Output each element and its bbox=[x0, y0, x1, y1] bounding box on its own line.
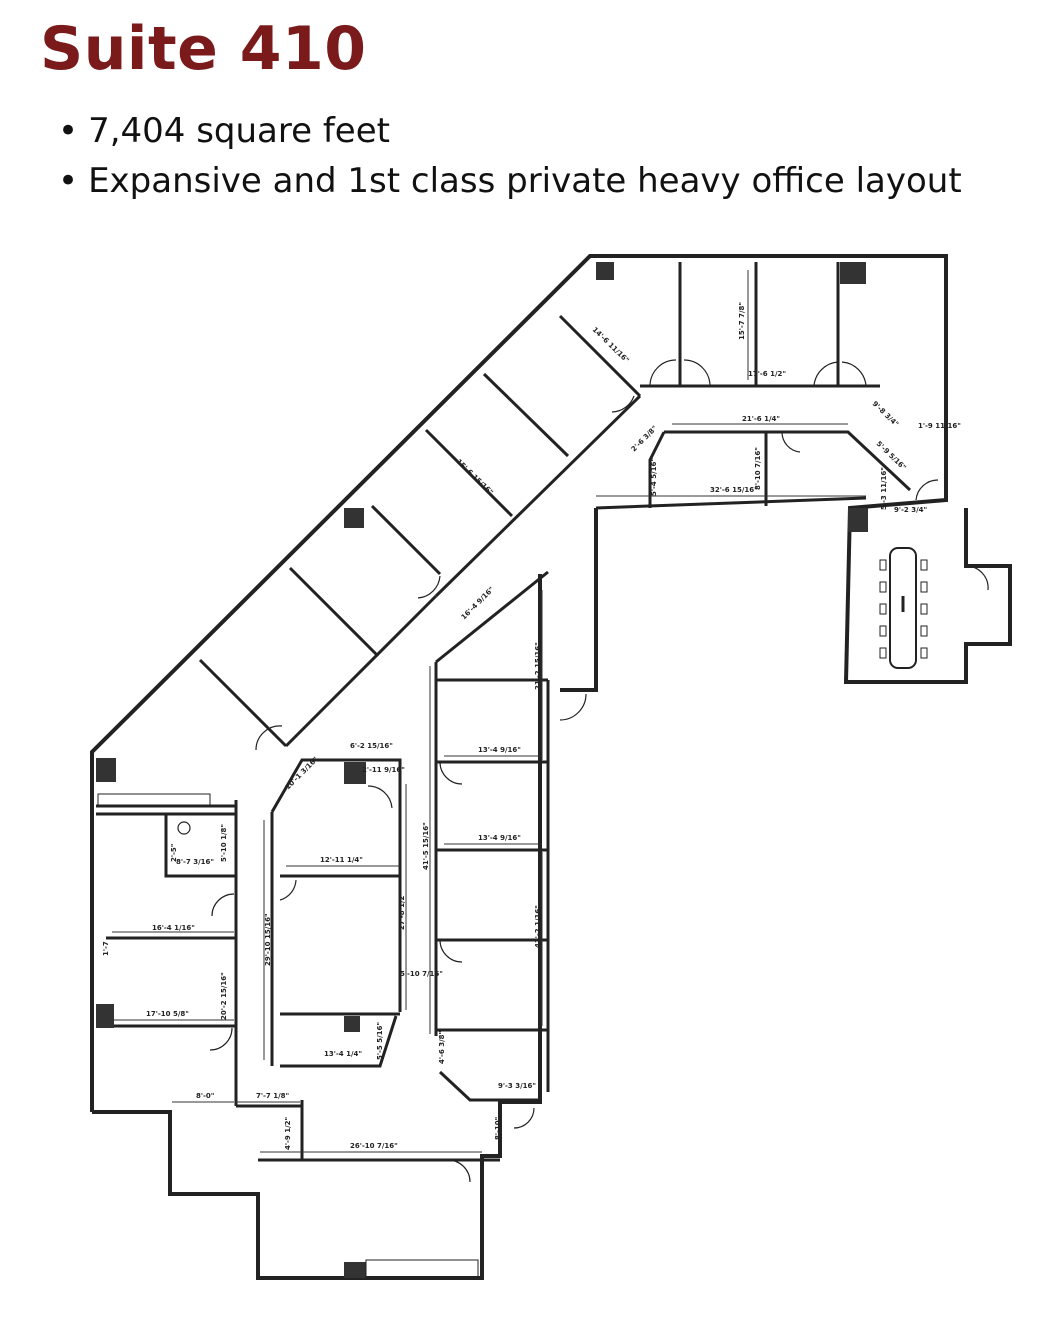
page-title: Suite 410 bbox=[40, 14, 367, 84]
dim-label: 13'-4 1/4" bbox=[324, 1050, 362, 1058]
dim-label: 16'-4 9/16" bbox=[460, 585, 496, 621]
dim-label: 29'-10 15/16" bbox=[264, 913, 272, 966]
dim-label: 1'-9 11/16" bbox=[918, 422, 961, 430]
dim-label: 2'-11 9/16" bbox=[362, 766, 405, 774]
dim-label: 8'-7 3/16" bbox=[176, 858, 214, 866]
dim-label: 26'-10 7/16" bbox=[350, 1142, 398, 1150]
top-right-offices bbox=[640, 262, 912, 532]
dim-label: 17'-6 1/2" bbox=[748, 370, 786, 378]
dim-label: 13'-4 9/16" bbox=[478, 746, 521, 754]
dim-label: 21'-6 1/4" bbox=[742, 415, 780, 423]
dim-label: 4'-9 1/2" bbox=[284, 1117, 292, 1150]
feature-layout: Expansive and 1st class private heavy of… bbox=[58, 156, 962, 206]
dim-label: 8'-0" bbox=[196, 1092, 214, 1100]
dim-label: 8'-10" bbox=[494, 1117, 502, 1140]
dim-label: 7'-7 1/8" bbox=[256, 1092, 289, 1100]
dim-label: 5'-4 5/16" bbox=[650, 458, 658, 496]
dim-label: 9'-2 3/4" bbox=[894, 506, 927, 514]
dim-label: 13'-4 9/16" bbox=[478, 834, 521, 842]
feature-square-feet: 7,404 square feet bbox=[58, 106, 962, 156]
feature-list: 7,404 square feet Expansive and 1st clas… bbox=[58, 106, 962, 206]
dim-label: 21'-2 15/16" bbox=[534, 642, 542, 690]
dim-label: 2'-5" bbox=[170, 844, 178, 862]
dimension-labels: 14'-6 11/16" 15'-7 7/8" 17'-6 1/2" 21'-6… bbox=[102, 302, 961, 1150]
dim-label: 4'-6 3/8" bbox=[438, 1031, 446, 1064]
dim-label: 5'-10 7/16" bbox=[400, 970, 443, 978]
dim-label: 27'-8 1/2" bbox=[398, 892, 406, 930]
dim-label: 1'-7 bbox=[102, 941, 110, 956]
left-offices bbox=[96, 793, 238, 1106]
dim-label: 32'-6 15/16" bbox=[710, 486, 758, 494]
dim-label: 5'-5 5/16" bbox=[376, 1022, 384, 1060]
dim-label: 8'-10 7/16" bbox=[754, 447, 762, 490]
building-outline bbox=[90, 254, 1012, 1280]
conference-table bbox=[879, 547, 928, 669]
dim-label: 5'-10 1/8" bbox=[220, 824, 228, 862]
dim-label: 41'-5 15/16" bbox=[422, 822, 430, 870]
door-swings bbox=[209, 359, 989, 1183]
dim-label: 5'-9 5/16" bbox=[875, 440, 908, 472]
dim-label: 9'-8 3/4" bbox=[871, 400, 900, 429]
dim-label: 16'-4 1/16" bbox=[152, 924, 195, 932]
dim-label: 41'-2 1/16" bbox=[534, 905, 542, 948]
center-offices bbox=[270, 662, 550, 1102]
dimension-lines bbox=[112, 270, 866, 1153]
dim-label: 15'-7 7/8" bbox=[738, 302, 746, 340]
dim-label: 14'-6 11/16" bbox=[591, 326, 631, 365]
dim-label: 9'-3 3/16" bbox=[498, 1082, 536, 1090]
diagonal-wing bbox=[96, 262, 642, 782]
bottom-rooms bbox=[236, 1100, 500, 1279]
dim-label: 20'-2 15/16" bbox=[220, 972, 228, 1020]
dim-label: 15'-6 15/16" bbox=[455, 458, 495, 497]
dim-label: 17'-10 5/8" bbox=[146, 1010, 189, 1018]
dim-label: 5'-3 11/16" bbox=[880, 467, 888, 510]
dim-label: 12'-11 1/4" bbox=[320, 856, 363, 864]
dim-label: 6'-2 15/16" bbox=[350, 742, 393, 750]
